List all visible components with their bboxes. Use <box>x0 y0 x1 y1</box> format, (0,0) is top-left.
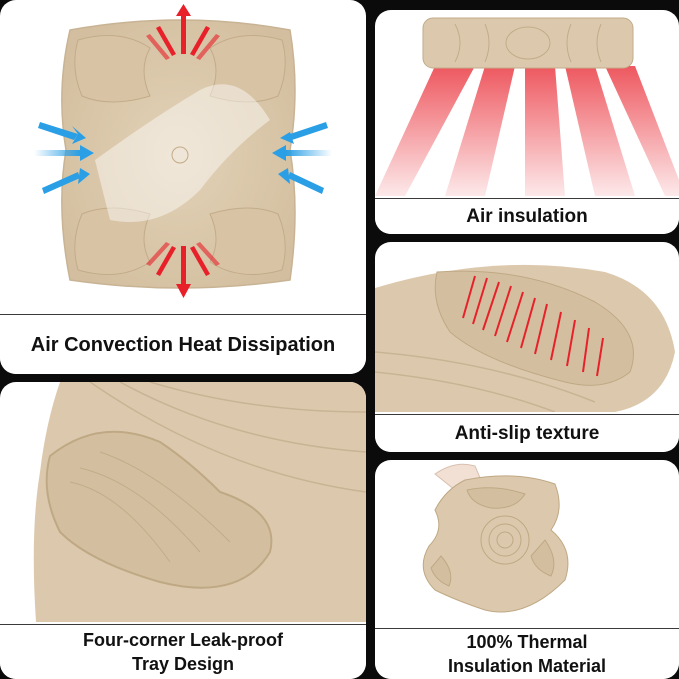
panel-thermal-insulation: 100% Thermal Insulation Material <box>375 460 679 679</box>
caption-leak-proof-tray: Four-corner Leak-proof Tray Design <box>0 624 366 679</box>
caption-thermal-insulation: 100% Thermal Insulation Material <box>375 628 679 679</box>
panel-air-convection: Air Convection Heat Dissipation <box>0 0 366 374</box>
bent-cushion <box>422 475 569 613</box>
caption-text: Air insulation <box>466 205 588 227</box>
blue-air-arrows-right <box>272 122 332 194</box>
rolled-cushion <box>422 17 634 69</box>
red-heat-arrows-top <box>146 4 220 60</box>
panel-air-insulation: Air insulation <box>375 10 679 234</box>
caption-air-convection: Air Convection Heat Dissipation <box>0 314 366 374</box>
leak-proof-tray-pocket <box>45 430 273 589</box>
caption-air-insulation: Air insulation <box>375 198 679 234</box>
tray-corner-closeup-illustration <box>33 382 366 622</box>
anti-slip-closeup-illustration <box>375 264 675 412</box>
blue-air-arrows-left <box>34 122 94 194</box>
grip-pad <box>434 270 634 386</box>
caption-text: Four-corner Leak-proof Tray Design <box>82 630 283 674</box>
red-slip-grooves <box>462 275 604 377</box>
red-infrared-beams <box>375 66 679 196</box>
caption-text: 100% Thermal Insulation Material <box>447 632 607 676</box>
caption-anti-slip: Anti-slip texture <box>375 414 679 452</box>
flexible-cushion-illustration <box>422 463 569 613</box>
panel-leak-proof-tray: Four-corner Leak-proof Tray Design <box>0 382 366 679</box>
red-heat-arrows-bottom <box>146 242 220 298</box>
panel-anti-slip: Anti-slip texture <box>375 242 679 452</box>
caption-text: Air Convection Heat Dissipation <box>30 334 336 356</box>
cushion-convection-illustration <box>34 4 332 298</box>
caption-text: Anti-slip texture <box>454 422 600 444</box>
rolled-cushion-illustration <box>375 17 679 196</box>
